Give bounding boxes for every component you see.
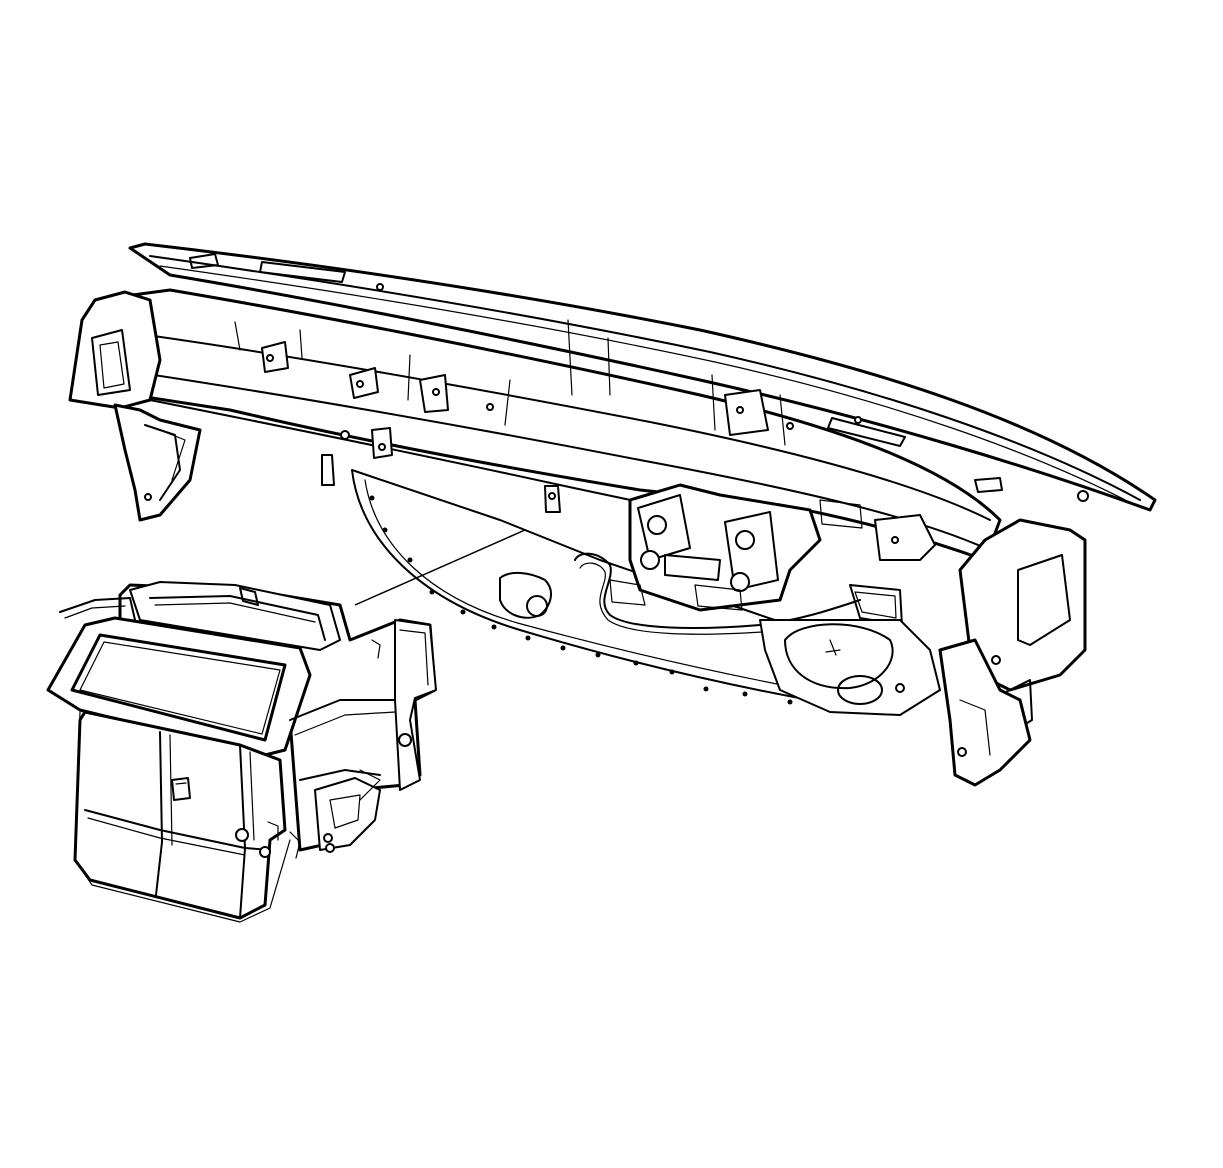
right-knee-bracket	[874, 514, 936, 561]
cowl-clip-1	[189, 253, 219, 269]
lower-round-boss	[837, 675, 883, 705]
cross-car-beam	[93, 288, 1002, 562]
hvac-side-flange	[394, 619, 437, 791]
hvac-top-flange	[59, 597, 136, 621]
bulkhead-opening	[499, 572, 552, 619]
beam-bracket-2	[349, 367, 379, 399]
right-end-bracket	[958, 518, 1087, 692]
cowl-inner-line-2	[159, 265, 1136, 506]
hvac-outlet-opening	[70, 633, 287, 742]
hvac-gasket-outline	[74, 711, 291, 923]
beam-bracket-1	[261, 341, 289, 373]
instrument-panel-carrier	[68, 242, 1157, 787]
left-mount-leg	[113, 403, 202, 522]
defrost-slot-left	[259, 261, 346, 283]
defrost-slot-right	[827, 417, 906, 447]
column-plate-right	[724, 511, 779, 591]
hvac-module-assembly	[46, 581, 437, 923]
cowl-clip-2	[974, 477, 1003, 493]
left-end-inner	[99, 341, 125, 389]
bulkhead-lower-edge	[364, 479, 881, 704]
lower-right-panel	[759, 619, 941, 716]
cowl-top-panel	[128, 242, 1157, 512]
beam-top-edge	[109, 329, 991, 521]
hvac-case-split-line	[155, 731, 163, 896]
beam-bracket-4	[724, 389, 769, 436]
right-end-window-upper	[1017, 554, 1071, 646]
lower-tab-1	[321, 454, 335, 486]
hvac-top-duct	[129, 581, 341, 651]
beam-mid-edge	[119, 369, 986, 549]
column-cross-brace	[664, 554, 721, 581]
left-end-window	[91, 329, 131, 396]
hvac-latch	[171, 777, 191, 801]
bulkhead-round-hole	[526, 595, 548, 617]
bulkhead-holes	[369, 495, 850, 713]
cowl-inner-line	[149, 255, 1141, 501]
leader-line	[354, 529, 526, 606]
wire-harness	[574, 552, 861, 629]
left-end-bracket	[68, 290, 162, 410]
hvac-top-rim	[239, 587, 259, 606]
